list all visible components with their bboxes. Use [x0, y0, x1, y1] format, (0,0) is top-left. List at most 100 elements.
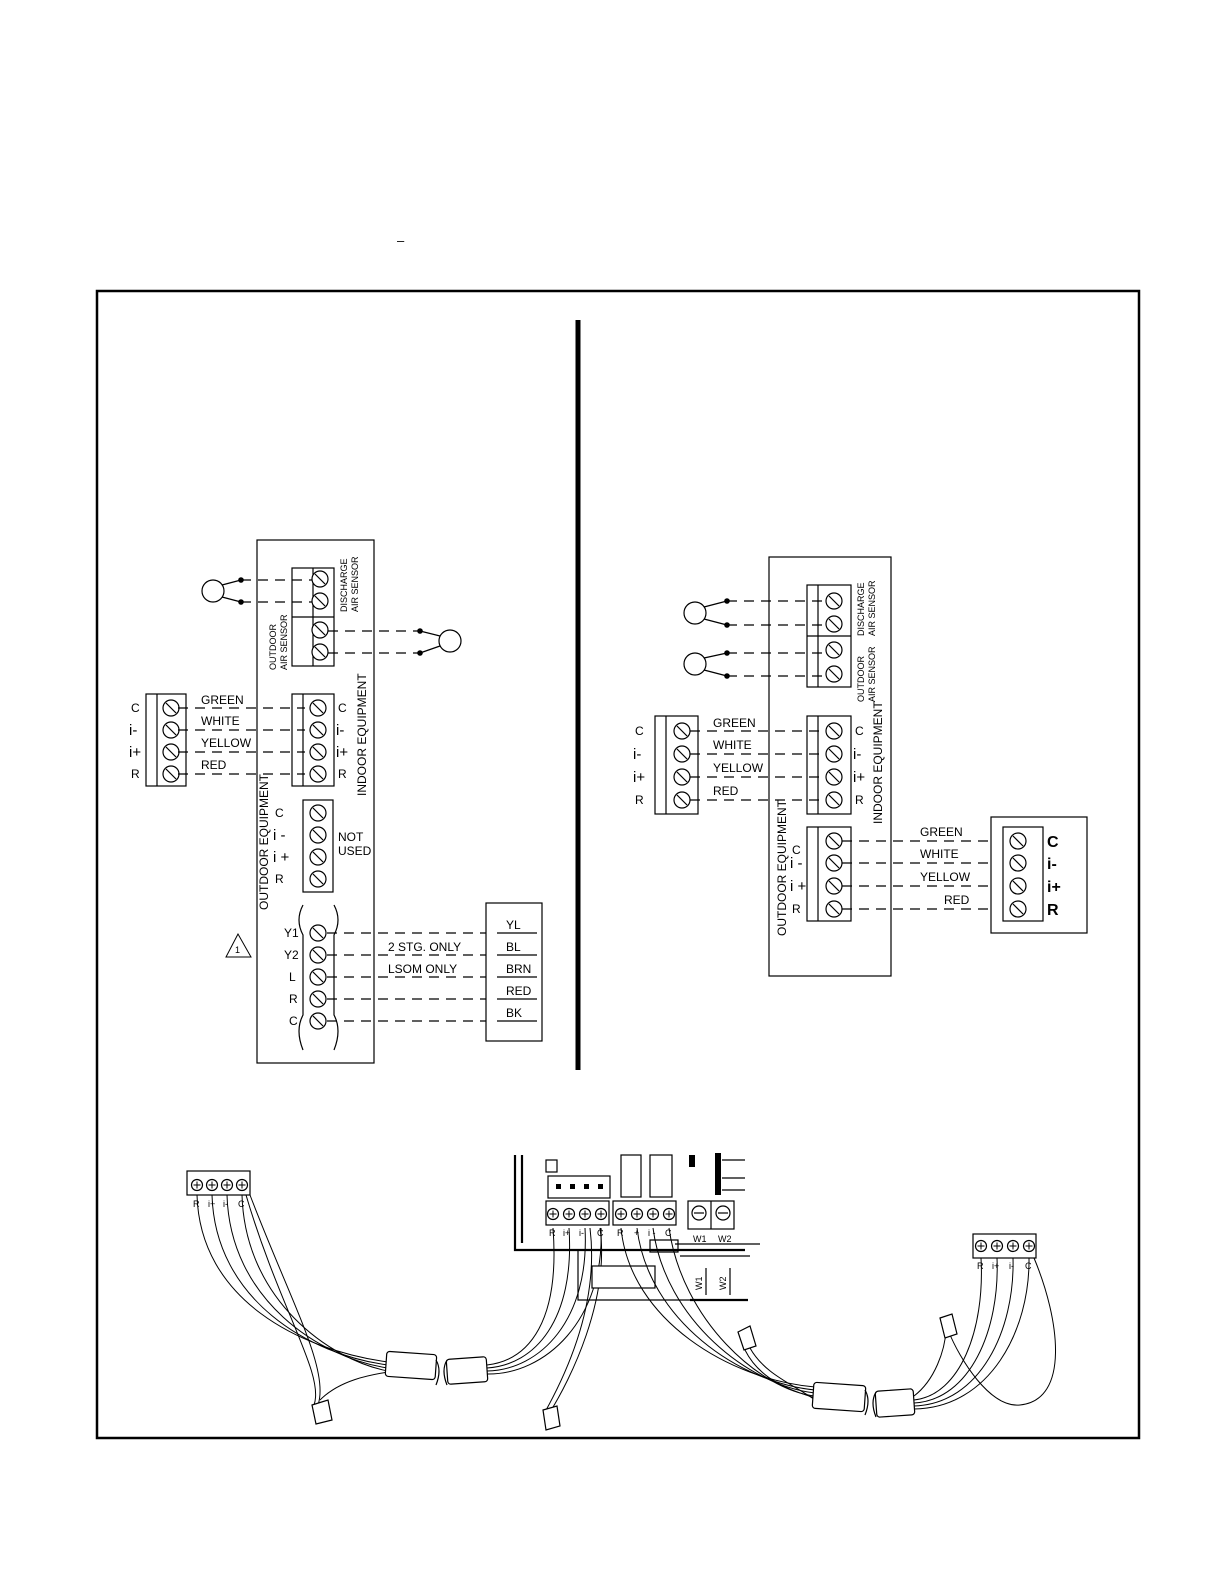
- left-lv-y2: Y2: [284, 948, 299, 962]
- board-r-r: R: [617, 1228, 624, 1238]
- harness-illustration: R i+ i- C: [186, 1153, 1056, 1431]
- right-unit-c: C: [1047, 834, 1059, 851]
- left-outdoor-sensor-icon: [438, 629, 462, 653]
- left-indoor-c: C: [338, 701, 347, 715]
- right-outdoor-sensor-label-1: OUTDOOR: [856, 656, 866, 702]
- left-wire-yellow: YELLOW: [201, 736, 252, 750]
- right-discharge-label-1: DISCHARGE: [856, 582, 866, 636]
- right-outdoor-i-minus: i -: [790, 855, 803, 872]
- right-wire-white-bottom: WHITE: [920, 847, 959, 861]
- right-unit-i-plus: i+: [1047, 879, 1061, 896]
- left-outdoor-c: C: [275, 806, 284, 820]
- left-discharge-sensor-icon: [201, 579, 225, 603]
- left-wiring-diagram: DISCHARGE AIR SENSOR OUTDOOR AIR SENSOR …: [129, 539, 543, 1064]
- left-outdoor-i-minus: i -: [273, 827, 286, 844]
- header-dash: –: [397, 233, 405, 248]
- board-r-iminus: i -: [648, 1228, 656, 1238]
- note-lsom-only: LSOM ONLY: [388, 962, 457, 976]
- left-wire-red: RED: [201, 758, 227, 772]
- right-discharge-sensor-icon: [683, 601, 707, 625]
- control-board: R i+ i- C R + i - C W1 W2: [513, 1153, 760, 1302]
- diagram-frame: [95, 289, 1141, 1440]
- right-indoor-equipment-label: INDOOR EQUIPMENT: [871, 701, 885, 824]
- right-outdoor-sensor-icon: [683, 652, 707, 676]
- hr-iplus: i+: [992, 1261, 999, 1271]
- right-outdoor-equipment-label: OUTDOOR EQUIPMENT: [775, 799, 789, 936]
- left-wire-green: GREEN: [201, 693, 244, 707]
- left-indoor-i-minus: i-: [336, 722, 344, 739]
- right-outdoor-c: C: [792, 843, 801, 857]
- note-marker: 1: [235, 945, 240, 955]
- board-l-iplus: i+: [563, 1228, 570, 1238]
- right-wiring-diagram: DISCHARGE AIR SENSOR OUTDOOR AIR SENSOR …: [633, 556, 1088, 977]
- left-outdoor-sensor-label-1: OUTDOOR: [268, 624, 278, 670]
- left-indoor-r: R: [338, 767, 347, 781]
- right-tstat-i-minus: i-: [633, 746, 641, 763]
- unit-bl: BL: [506, 940, 521, 954]
- left-indoor-equipment-label: INDOOR EQUIPMENT: [355, 673, 369, 796]
- right-indoor-i-minus: i-: [853, 746, 861, 763]
- hl-r: R: [193, 1199, 200, 1209]
- w2-wire-label: W2: [718, 1277, 728, 1291]
- right-indoor-i-plus: i+: [853, 769, 865, 786]
- board-r-plus: +: [634, 1228, 639, 1238]
- unit-brn: BRN: [506, 962, 531, 976]
- board-l-c: C: [597, 1228, 604, 1238]
- unit-yl: YL: [506, 918, 521, 932]
- left-indoor-i-plus: i+: [336, 744, 348, 761]
- right-wire-white-top: WHITE: [713, 738, 752, 752]
- svg-text:DISCHARGE AIR SENSOR: DISCHARGE AIR SENSOR: [339, 556, 360, 612]
- left-discharge-label-1: DISCHARGE: [339, 558, 349, 612]
- right-wire-red-bottom: RED: [944, 893, 970, 907]
- right-discharge-label-2: AIR SENSOR: [867, 580, 877, 636]
- right-wire-yellow-bottom: YELLOW: [920, 870, 971, 884]
- right-wire-green-bottom: GREEN: [920, 825, 963, 839]
- right-outdoor-sensor-label-2: AIR SENSOR: [867, 646, 877, 702]
- right-indoor-r: R: [855, 793, 864, 807]
- hl-c: C: [238, 1199, 245, 1209]
- right-wire-yellow-top: YELLOW: [713, 761, 764, 775]
- right-outdoor-i-plus: i +: [790, 878, 807, 895]
- right-unit-r: R: [1047, 902, 1059, 919]
- left-not-used-2: USED: [338, 844, 372, 858]
- left-outdoor-i-plus: i +: [273, 849, 290, 866]
- hr-iminus: i-: [1009, 1261, 1014, 1271]
- left-not-used-1: NOT: [338, 830, 364, 844]
- note-triangle-icon: [225, 932, 252, 958]
- right-outdoor-r: R: [792, 902, 801, 916]
- left-tstat-i-plus: i+: [129, 744, 141, 761]
- left-tstat-c: C: [131, 701, 140, 715]
- board-l-r: R: [549, 1228, 556, 1238]
- svg-text:OUTDOOR AIR SENSOR: OUTDOOR AIR SENSOR: [856, 646, 877, 702]
- left-outdoor-sensor-label-2: AIR SENSOR: [279, 614, 289, 670]
- unit-red: RED: [506, 984, 532, 998]
- svg-text:DISCHARGE AIR SENSOR: DISCHARGE AIR SENSOR: [856, 580, 877, 636]
- left-lv-y1: Y1: [284, 926, 299, 940]
- svg-text:OUTDOOR AIR SENSOR: OUTDOOR AIR SENSOR: [268, 614, 289, 670]
- left-outdoor-r: R: [275, 872, 284, 886]
- left-tstat-i-minus: i-: [129, 722, 137, 739]
- right-wire-green-top: GREEN: [713, 716, 756, 730]
- board-r-c: C: [665, 1228, 672, 1238]
- right-tstat-i-plus: i+: [633, 769, 645, 786]
- left-lv-r: R: [289, 992, 298, 1006]
- hl-iplus: i+: [208, 1199, 215, 1209]
- left-tstat-r: R: [131, 767, 140, 781]
- right-wire-red-top: RED: [713, 784, 739, 798]
- left-lv-l: L: [289, 970, 296, 984]
- note-2stg-only: 2 STG. ONLY: [388, 940, 461, 954]
- board-w2: W2: [718, 1234, 732, 1244]
- left-outdoor-equipment-label: OUTDOOR EQUIPMENT: [257, 773, 271, 910]
- right-tstat-r: R: [635, 793, 644, 807]
- right-tstat-c: C: [635, 724, 644, 738]
- right-unit-i-minus: i-: [1047, 856, 1057, 873]
- hr-r: R: [977, 1261, 984, 1271]
- hl-iminus: i-: [223, 1199, 228, 1209]
- left-unit-terminal-box: [485, 902, 543, 1042]
- board-l-iminus: i-: [579, 1228, 584, 1238]
- left-discharge-label-2: AIR SENSOR: [350, 556, 360, 612]
- board-w1: W1: [693, 1234, 707, 1244]
- left-wire-white: WHITE: [201, 714, 240, 728]
- unit-bk: BK: [506, 1006, 522, 1020]
